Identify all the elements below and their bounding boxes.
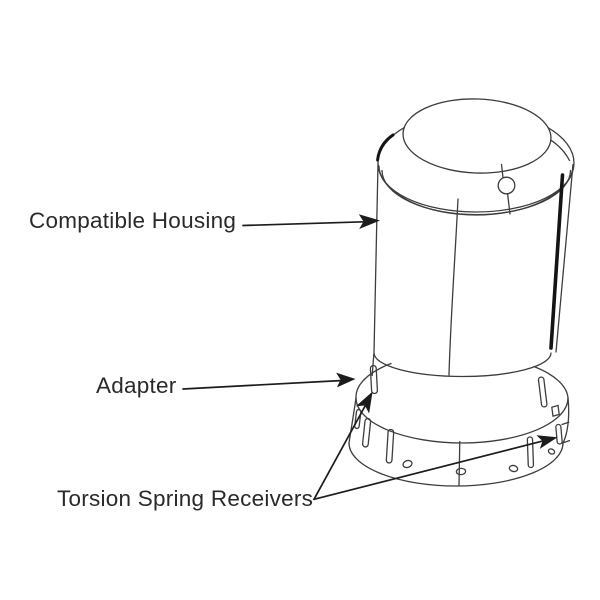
screw-hole bbox=[508, 464, 519, 473]
screw-hole bbox=[455, 467, 467, 476]
arrowhead-adapter bbox=[336, 372, 356, 388]
torsion-slot bbox=[369, 364, 379, 395]
screw-hole bbox=[402, 459, 413, 469]
arrowhead-receiver-2 bbox=[536, 435, 558, 449]
housing-front-seam bbox=[448, 198, 459, 376]
arrowhead-receiver-1 bbox=[355, 391, 373, 414]
torsion-slot bbox=[526, 436, 535, 469]
label-torsion-spring-receivers: Torsion Spring Receivers bbox=[57, 486, 314, 511]
housing-top-cap bbox=[402, 98, 552, 174]
housing-drawing bbox=[373, 98, 575, 378]
torsion-slot bbox=[354, 408, 362, 430]
housing-rim-seam-dark-left bbox=[376, 133, 395, 162]
adapter-inner-edge-line bbox=[371, 353, 375, 377]
adapter-drawing bbox=[348, 353, 571, 487]
label-adapter: Adapter bbox=[96, 373, 177, 398]
leader-line-compatible-housing bbox=[242, 220, 365, 227]
arrowhead-compatible-housing bbox=[358, 214, 380, 229]
torsion-slot bbox=[385, 428, 395, 464]
leader-line-receiver-1 bbox=[313, 401, 368, 501]
adapter-edge-ticks bbox=[561, 421, 571, 444]
housing-bottom-edge bbox=[373, 352, 552, 378]
adapter-right-edge bbox=[562, 397, 570, 444]
torsion-slot bbox=[555, 423, 563, 445]
adapter-notch bbox=[551, 404, 560, 418]
housing-knockout-tick-bottom bbox=[506, 193, 511, 215]
housing-right-wall bbox=[555, 163, 574, 353]
screw-hole bbox=[547, 448, 556, 455]
adapter-left-edge bbox=[348, 397, 357, 444]
torsion-slot bbox=[537, 376, 548, 408]
leader-arrows bbox=[182, 214, 558, 501]
label-compatible-housing: Compatible Housing bbox=[29, 208, 237, 233]
housing-knockout-hole bbox=[497, 176, 516, 195]
leader-line-receiver-2 bbox=[313, 440, 543, 501]
housing-knockout-tick-top bbox=[500, 163, 504, 179]
adapter-top-back-edge-left bbox=[355, 362, 392, 399]
leader-line-adapter bbox=[182, 379, 341, 390]
torsion-slot bbox=[361, 417, 372, 448]
adapter-front-seam bbox=[458, 440, 461, 487]
adapter-top-back-edge-right bbox=[533, 365, 569, 399]
housing-side-seam-dark-right bbox=[549, 173, 565, 350]
adapter-bottom-edge bbox=[348, 442, 564, 487]
housing-left-wall bbox=[373, 163, 379, 354]
